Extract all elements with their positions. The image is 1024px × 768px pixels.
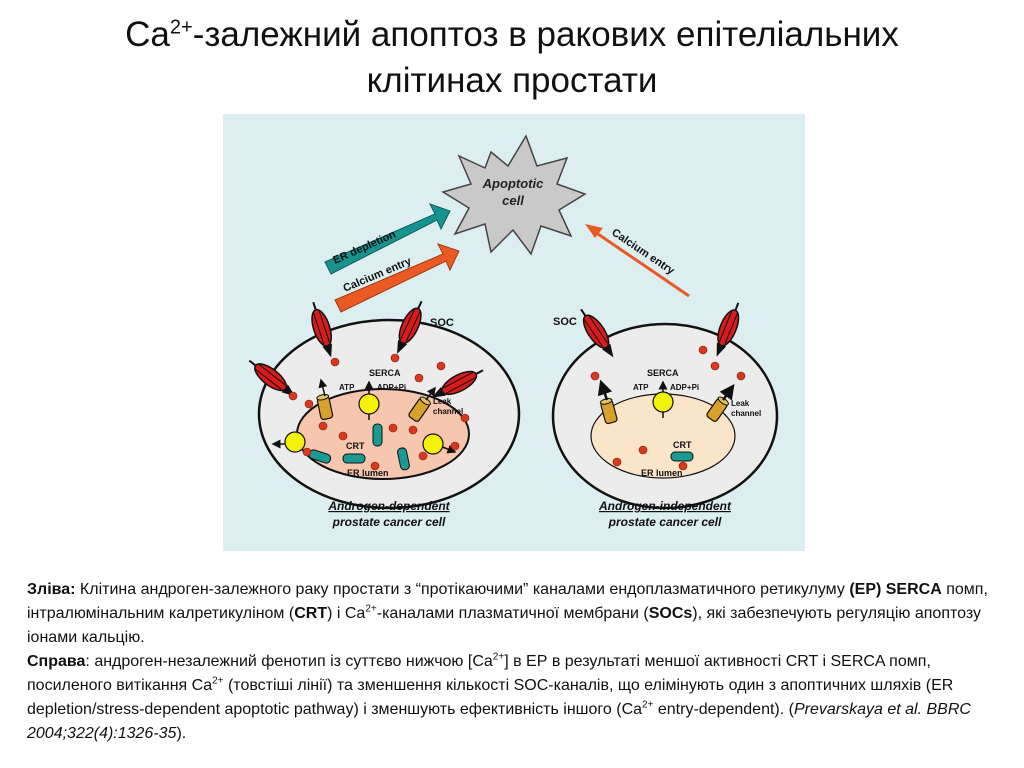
right-crt-molecule [670,451,694,462]
left-cell-label-line1: Androgen-dependent [327,499,450,513]
caption-socs: SOCs [648,605,693,622]
caption-sup: 2+ [212,675,224,687]
caption-left-label: Зліва: [27,581,76,598]
right-crt-label: CRT [673,440,692,450]
right-soc-label: SOC [553,316,577,328]
caption-text: entry-dependent). ( [653,701,794,718]
title-line-2: клітинах простати [366,61,658,100]
caption-left-paragraph: Зліва: Клітина андроген-залежного раку п… [27,578,1002,650]
right-adp-label: ADP+Pi [670,383,699,392]
left-serca-pump [284,431,306,453]
caption-crt: CRT [294,605,328,622]
left-cell-label-line2: prostate cancer cell [332,515,446,529]
caption-sup: 2+ [365,603,377,615]
caption-text: ] в ЕР в результаті меншої активності CR… [27,653,931,694]
apoptotic-cell-star: Apoptotic cell [441,134,587,256]
right-cell: SOC SERCA ATP ADP+Pi Leak channel CRT ER… [551,298,779,529]
caption-sup: 2+ [642,699,654,711]
left-atp-label: ATP [339,383,355,392]
caption-text: : андроген-незалежний фенотип із суттєво… [85,653,493,670]
caption-right-paragraph: Справа: андроген-незалежний фенотип із с… [27,650,1002,746]
right-atp-label: ATP [633,383,649,392]
right-leak-label-line1: Leak [731,399,750,408]
caption-text: ). [176,725,187,742]
left-serca-label: SERCA [369,368,401,378]
caption-text: -каналами плазматичної мембрани ( [376,605,649,622]
left-er-lumen-label: ER lumen [347,468,389,478]
left-crt-molecule [372,423,383,447]
caption-text: помп, інтралюмінальним калретикуліном ( [27,581,988,622]
apoptosis-diagram: Apoptotic cell ER depletion Calcium entr… [223,114,805,551]
right-leak-label-line2: channel [731,409,761,418]
caption-text: ) і Ca [327,605,366,622]
right-er-lumen-label: ER lumen [641,468,683,478]
caption-sup: 2+ [492,651,505,663]
left-adp-label: ADP+Pi [377,383,406,392]
caption-reference: Prevarskaya et al. BBRC 2004;322(4):1326… [27,701,971,742]
title-ion: Ca [125,15,170,54]
left-crt-label: CRT [346,441,365,451]
right-serca-label: SERCA [647,368,679,378]
left-leak-label-line1: Leak [433,397,452,406]
figure-caption: Зліва: Клітина андроген-залежного раку п… [27,578,1002,746]
caption-text: Клітина андроген-залежного раку простати… [75,581,850,598]
right-serca-pump [652,391,674,413]
caption-text: (товстіші лінії) та зменшення кількості … [27,677,954,718]
left-serca-pump [422,433,444,455]
diagram-svg: Apoptotic cell ER depletion Calcium entr… [223,114,805,551]
left-crt-molecule [397,447,410,471]
left-leak-label-line2: channel [433,407,463,416]
apoptotic-label-line2: cell [502,193,524,208]
caption-ep-serca: (ЕР) SERCA [849,581,942,598]
left-soc-label: SOC [430,317,454,329]
caption-right-label: Справа [27,653,86,670]
right-calcium-ions [590,345,746,471]
caption-text: ), які забезпечують регуляцію апоптозу і… [27,605,981,646]
title-line1-text: -залежний апоптоз в ракових епітеліальни… [192,15,899,54]
title-line-1: Ca2+-залежний апоптоз в ракових епітеліа… [0,12,1024,58]
slide-title: Ca2+-залежний апоптоз в ракових епітеліа… [0,12,1024,104]
right-cell-label-line2: prostate cancer cell [608,515,722,529]
apoptotic-label-line1: Apoptotic [482,176,544,191]
right-cell-label-line1: Androgen-independent [598,499,732,513]
left-calcium-ions [288,353,470,471]
title-charge: 2+ [169,16,193,39]
left-serca-pump [358,393,380,415]
left-crt-molecule [342,453,366,464]
left-cell: SOC SERCA ATP ADP+Pi Leak channel CRT ER… [243,296,521,529]
